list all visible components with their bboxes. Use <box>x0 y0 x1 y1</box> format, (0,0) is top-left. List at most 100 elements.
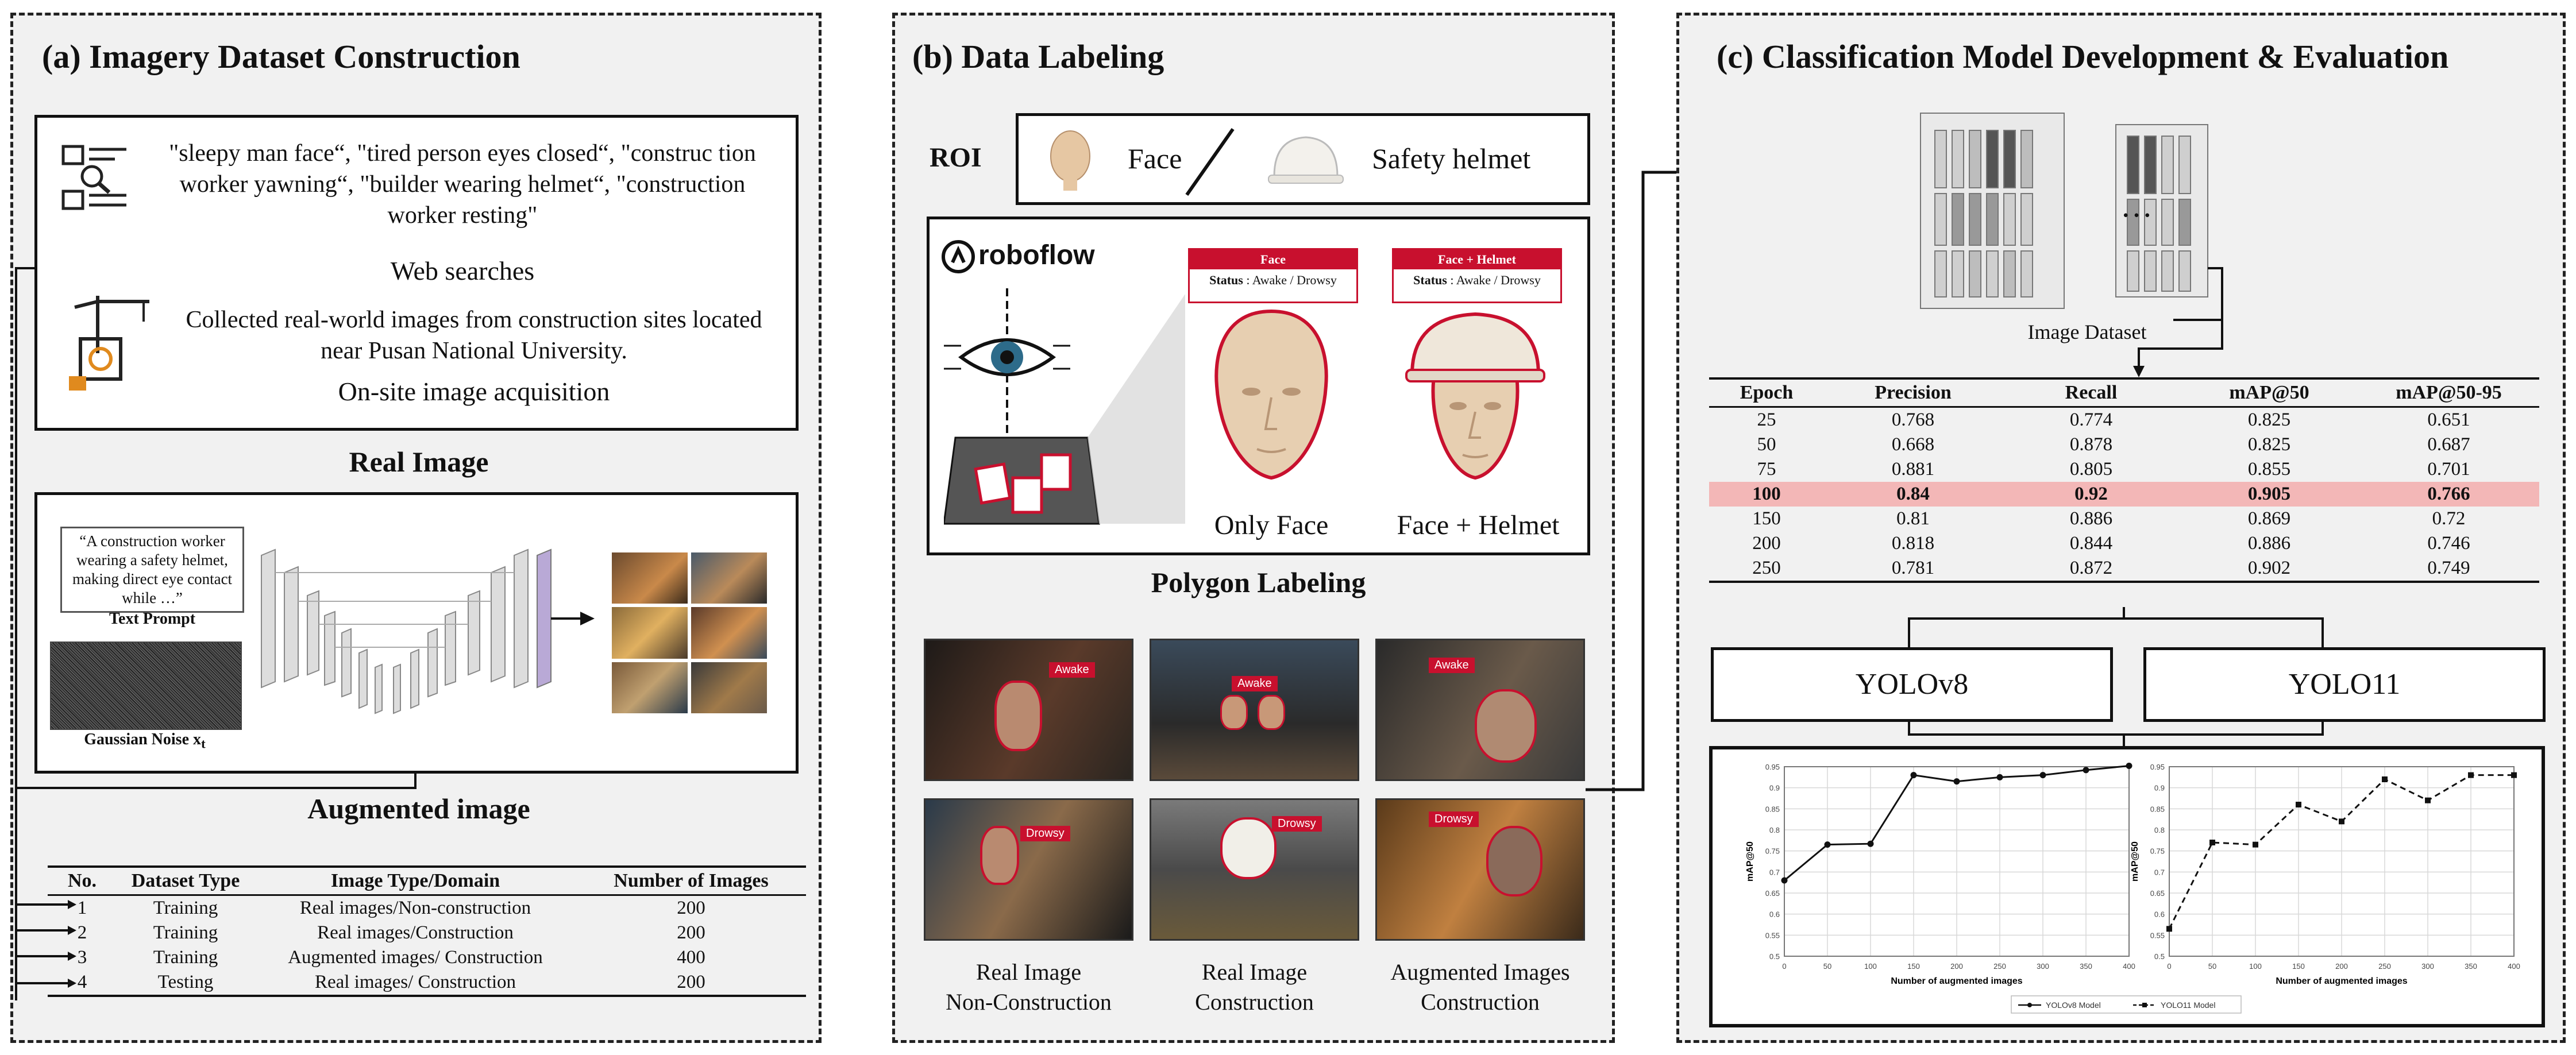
table-cell: 1 <box>77 898 87 918</box>
table-cell: 0.72 <box>2432 508 2466 529</box>
y-tick-label: 0.55 <box>1765 931 1780 940</box>
labeled-photo: Drowsy <box>924 798 1133 941</box>
table-cell: Real images/Construction <box>317 922 514 943</box>
x-tick-label: 350 <box>2465 962 2477 971</box>
status-tag: Drowsy <box>1020 826 1070 841</box>
table-cell: 0.668 <box>1891 434 1935 455</box>
search-terms: "sleepy man face“, "tired person eyes cl… <box>169 140 756 229</box>
labeled-photo: Awake <box>1150 639 1359 781</box>
table-cell: 3 <box>77 947 87 968</box>
table-cell: 0.92 <box>2002 482 2180 507</box>
table-cell: 0.905 <box>2180 482 2358 507</box>
x-tick-label: 100 <box>1864 962 1877 971</box>
x-tick-label: 400 <box>2508 962 2520 971</box>
augmented-image-box: “A construction worker wearing a safety … <box>34 492 799 774</box>
table-cell: 0.886 <box>2247 533 2291 554</box>
plot-frame <box>2169 766 2515 957</box>
face-blur <box>1220 695 1248 730</box>
x-axis-label: Number of augmented images <box>1891 976 2022 986</box>
table-cell: Training <box>153 922 218 943</box>
labeled-photo: Drowsy <box>1375 798 1585 941</box>
x-axis-label: Number of augmented images <box>2276 976 2407 986</box>
table-header: Number of Images <box>576 865 806 896</box>
status-tag: Drowsy <box>1272 816 1322 832</box>
y-axis-label: mAP@50 <box>1745 841 1755 882</box>
table-cell: 0.805 <box>2069 459 2113 480</box>
augmented-image-title: Augmented image <box>307 793 530 825</box>
table-cell: 250 <box>1709 556 1824 583</box>
x-tick-label: 150 <box>2292 962 2305 971</box>
data-point <box>2253 841 2258 848</box>
x-tick-label: 50 <box>2208 962 2216 971</box>
legend-label: YOLOv8 Model <box>2046 1000 2101 1010</box>
head-only-face-illustration <box>1214 309 1328 480</box>
y-tick-label: 0.9 <box>1769 784 1780 793</box>
y-tick-label: 0.5 <box>1769 952 1780 961</box>
augmented-image <box>612 552 688 604</box>
table-cell: 0.749 <box>2358 556 2539 583</box>
y-tick-label: 0.95 <box>1765 763 1780 771</box>
face-blur <box>994 681 1042 751</box>
table-cell: Augmented images/ Construction <box>288 947 543 968</box>
y-tick-label: 0.55 <box>2150 931 2165 940</box>
panel-a: (a) Imagery Dataset Construction "sleepy… <box>10 13 822 1043</box>
data-point <box>2126 763 2132 770</box>
status-tag: Drowsy <box>1429 811 1479 827</box>
table-cell: Testing <box>117 970 254 997</box>
text-prompt-label: Text Prompt <box>109 610 196 628</box>
table-header: No. <box>48 865 117 896</box>
data-point <box>2382 776 2388 782</box>
face-helmet-caption: Face + Helmet <box>1397 510 1560 540</box>
y-tick-label: 0.5 <box>2154 952 2165 961</box>
table-cell: 400 <box>677 947 705 968</box>
data-point <box>2083 767 2089 774</box>
yolov8-box: YOLOv8 <box>1711 647 2113 722</box>
y-tick-label: 0.8 <box>2154 826 2165 834</box>
panel-c: (c) Classification Model Development & E… <box>1676 13 2566 1043</box>
face-blur <box>1475 689 1537 763</box>
status-tag: Awake <box>1232 676 1278 691</box>
caption-line: Real Image <box>975 959 1082 985</box>
table-cell: 50 <box>1757 434 1776 455</box>
table-cell: 0.825 <box>2247 434 2291 455</box>
table-cell: 150 <box>1752 508 1781 529</box>
data-point <box>2511 772 2517 778</box>
yolo11-box: YOLO11 <box>2143 647 2546 722</box>
y-tick-label: 0.75 <box>1765 847 1780 856</box>
panel-a-title: (a) Imagery Dataset Construction <box>42 38 520 75</box>
x-tick-label: 50 <box>1823 962 1831 971</box>
data-point <box>1996 774 2003 780</box>
x-tick-label: 200 <box>1950 962 1963 971</box>
y-tick-label: 0.65 <box>1765 889 1780 898</box>
table-cell: 0.81 <box>1896 508 1930 529</box>
collected-text: Collected real-world images from constru… <box>186 307 762 364</box>
y-tick-label: 0.9 <box>2154 784 2165 793</box>
table-cell: 200 <box>1752 533 1781 554</box>
augmented-image <box>691 662 767 713</box>
table-cell: 0.701 <box>2427 459 2470 480</box>
y-tick-label: 0.6 <box>1769 910 1780 919</box>
x-tick-label: 200 <box>2335 962 2348 971</box>
labeled-photo: Awake <box>924 639 1133 781</box>
text-prompt-box: “A construction worker wearing a safety … <box>60 527 244 613</box>
image-dataset-stack-illustration <box>1920 113 2223 321</box>
diffusion-unet-diagram <box>261 548 595 714</box>
data-point <box>1910 772 1917 779</box>
face-helmet-label-card-status: Status : Awake / Drowsy <box>1413 273 1541 287</box>
status-tag: Awake <box>1429 658 1475 673</box>
legend-box <box>2011 995 2242 1014</box>
data-point <box>1867 840 1874 847</box>
y-tick-label: 0.75 <box>2150 847 2165 856</box>
augmented-image <box>612 662 688 713</box>
table-cell: 0.651 <box>2427 409 2470 430</box>
y-tick-label: 0.85 <box>1765 805 1780 813</box>
onsite-acquisition-label: On-site image acquisition <box>338 377 610 406</box>
roi-box: Face Safety helmet <box>1016 113 1590 205</box>
